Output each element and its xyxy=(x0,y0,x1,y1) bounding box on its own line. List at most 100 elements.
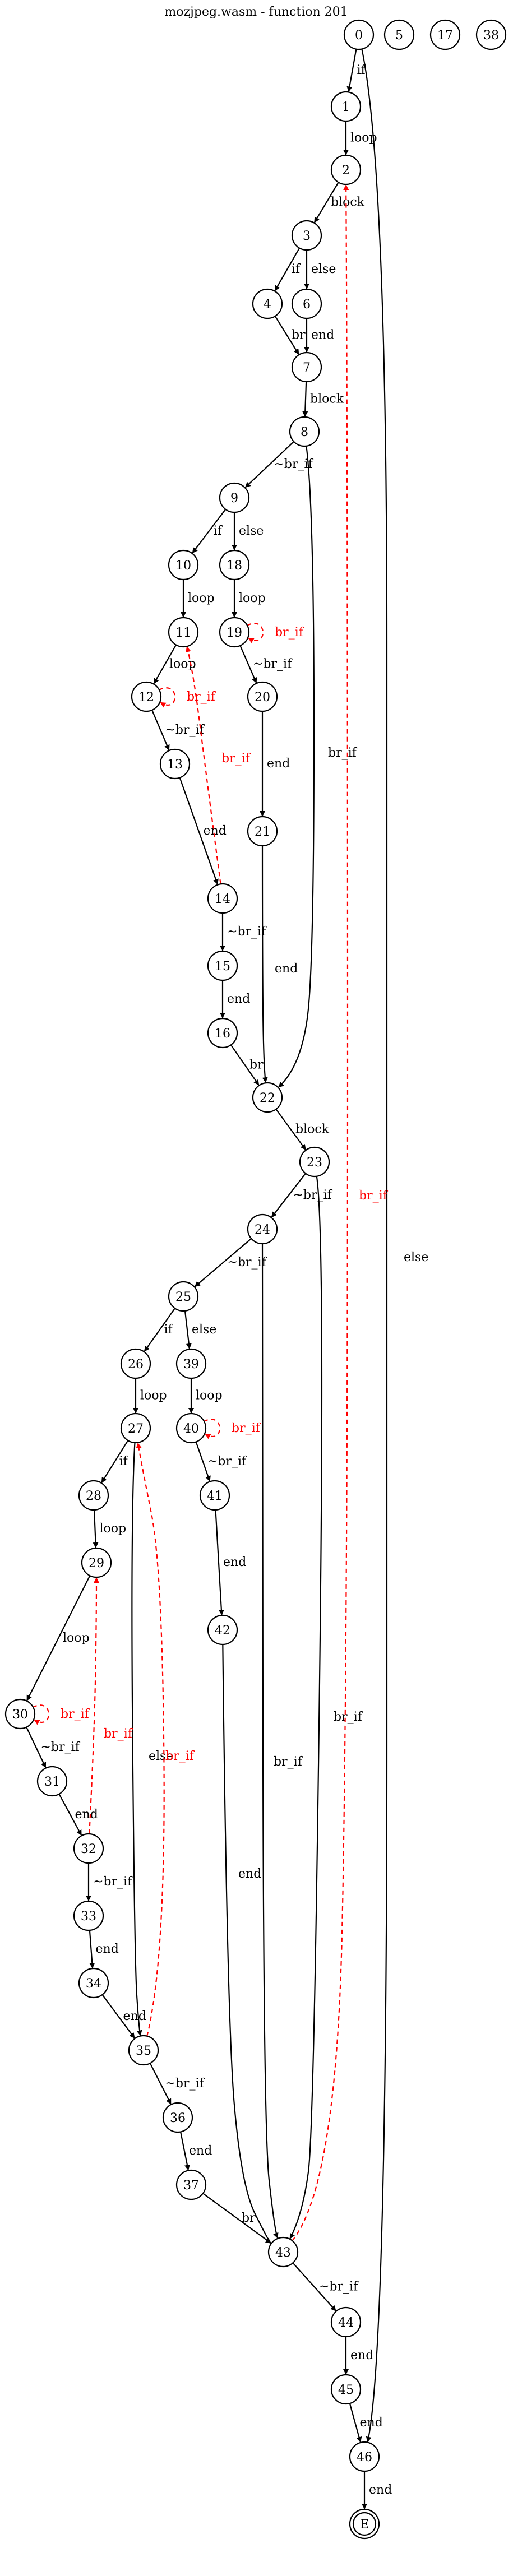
node-12: 12 xyxy=(131,681,162,712)
edge-2-to-3: block xyxy=(313,182,365,223)
edge-label: ~br_if xyxy=(165,2077,205,2091)
edge-label: end xyxy=(369,2483,392,2497)
node-label: 32 xyxy=(81,1842,96,1856)
node-1: 1 xyxy=(330,91,362,122)
node-circle xyxy=(73,1833,104,1864)
node-label: 16 xyxy=(215,1027,230,1041)
edge-label: end xyxy=(189,2144,212,2158)
node-20: 20 xyxy=(247,681,278,712)
node-label: 42 xyxy=(215,1624,230,1638)
edge-line xyxy=(261,1243,279,2239)
node-circle xyxy=(199,1480,230,1511)
node-label: 14 xyxy=(215,892,230,906)
edge-line xyxy=(222,1644,271,2244)
node-circle xyxy=(475,19,507,50)
edge-13-to-14: end xyxy=(179,777,227,885)
edge-line xyxy=(246,623,264,643)
node-circle xyxy=(330,154,362,186)
node-9: 9 xyxy=(219,482,250,513)
edge-line xyxy=(274,248,301,291)
node-circle xyxy=(219,549,250,581)
edge-label: br xyxy=(242,2211,256,2225)
node-34: 34 xyxy=(78,1967,109,1999)
node-18: 18 xyxy=(219,549,250,581)
node-label: 27 xyxy=(128,1422,144,1436)
edge-line xyxy=(89,1930,95,1969)
edge-44-to-45: end xyxy=(343,2337,373,2375)
node-32: 32 xyxy=(73,1833,104,1864)
node-label: 2 xyxy=(342,164,350,178)
edge-8-to-22: br_if xyxy=(278,446,358,1088)
node-label: E xyxy=(360,2518,369,2532)
edge-31-to-32: end xyxy=(58,1794,98,1836)
node-circle xyxy=(168,549,199,581)
node-label: 20 xyxy=(255,691,270,705)
edge-label: loop xyxy=(63,1631,90,1645)
edge-30-to-31: ~br_if xyxy=(26,1727,81,1768)
node-label: 11 xyxy=(175,626,191,640)
edge-35-to-36: ~br_if xyxy=(149,2063,205,2105)
edge-23-to-24: ~br_if xyxy=(271,1173,333,1218)
node-label: 13 xyxy=(167,758,183,772)
edge-7-to-8: block xyxy=(302,381,344,418)
edge-43-to-2: br_if xyxy=(292,184,389,2241)
edge-label: br_if xyxy=(187,690,216,704)
edge-line xyxy=(26,1575,91,1701)
edge-line xyxy=(153,645,177,684)
node-label: 30 xyxy=(12,1708,28,1722)
edge-line xyxy=(261,845,268,1083)
node-label: 4 xyxy=(264,298,271,312)
edge-line xyxy=(158,687,175,708)
edge-line xyxy=(180,2132,190,2171)
edge-29-to-30: loop xyxy=(26,1575,91,1701)
node-circle xyxy=(247,1213,278,1245)
edge-label: ~br_if xyxy=(227,925,267,939)
node-circle xyxy=(120,1348,151,1379)
node-exit: E xyxy=(349,2508,380,2540)
node-label: 23 xyxy=(307,1156,322,1170)
node-circle xyxy=(168,1281,199,1312)
edge-label: if xyxy=(214,524,223,538)
edge-43-to-44: ~br_if xyxy=(292,2262,359,2311)
node-label: 29 xyxy=(89,1556,104,1570)
node-circle xyxy=(175,2169,207,2200)
node-label: 26 xyxy=(128,1358,144,1372)
edge-45-to-46: end xyxy=(349,2403,383,2443)
edge-label: block xyxy=(295,1123,330,1137)
graph-title: mozjpeg.wasm - function 201 xyxy=(164,5,348,19)
node-label: 43 xyxy=(275,2246,291,2260)
edge-label: br xyxy=(292,328,306,342)
node-circle xyxy=(247,816,278,847)
edge-line xyxy=(361,49,388,2443)
edge-label: end xyxy=(96,1942,119,1956)
edge-18-to-19: loop xyxy=(232,580,266,618)
edge-label: ~br_if xyxy=(93,1875,133,1889)
edge-11-to-12: loop xyxy=(153,645,196,684)
node-7: 7 xyxy=(291,351,322,383)
edge-26-to-27: loop xyxy=(133,1378,167,1414)
edge-label: block xyxy=(310,392,344,406)
edge-label: end xyxy=(223,1555,246,1569)
node-label: 34 xyxy=(86,1977,101,1991)
edge-28-to-29: loop xyxy=(93,1509,126,1549)
edge-line xyxy=(271,1173,306,1218)
edge-line xyxy=(58,1794,82,1836)
edge-label: ~br_if xyxy=(253,657,293,671)
edge-line xyxy=(278,446,315,1088)
node-circle xyxy=(330,91,362,122)
node-circle xyxy=(291,351,322,383)
edge-23-to-43: br_if xyxy=(289,1176,363,2239)
node-circle xyxy=(252,288,283,319)
edge-label: ~br_if xyxy=(228,1255,267,1270)
edge-label: loop xyxy=(196,1389,223,1403)
node-label: 24 xyxy=(255,1223,270,1237)
edge-1-to-2: loop xyxy=(343,121,377,155)
edge-10-to-11: loop xyxy=(181,580,215,618)
edge-line xyxy=(151,710,170,751)
edge-19-to-20: ~br_if xyxy=(239,645,293,684)
edge-20-to-21: end xyxy=(260,711,290,817)
edge-line xyxy=(26,1727,47,1768)
node-26: 26 xyxy=(120,1348,151,1379)
edge-32-to-29: br_if xyxy=(89,1577,133,1834)
